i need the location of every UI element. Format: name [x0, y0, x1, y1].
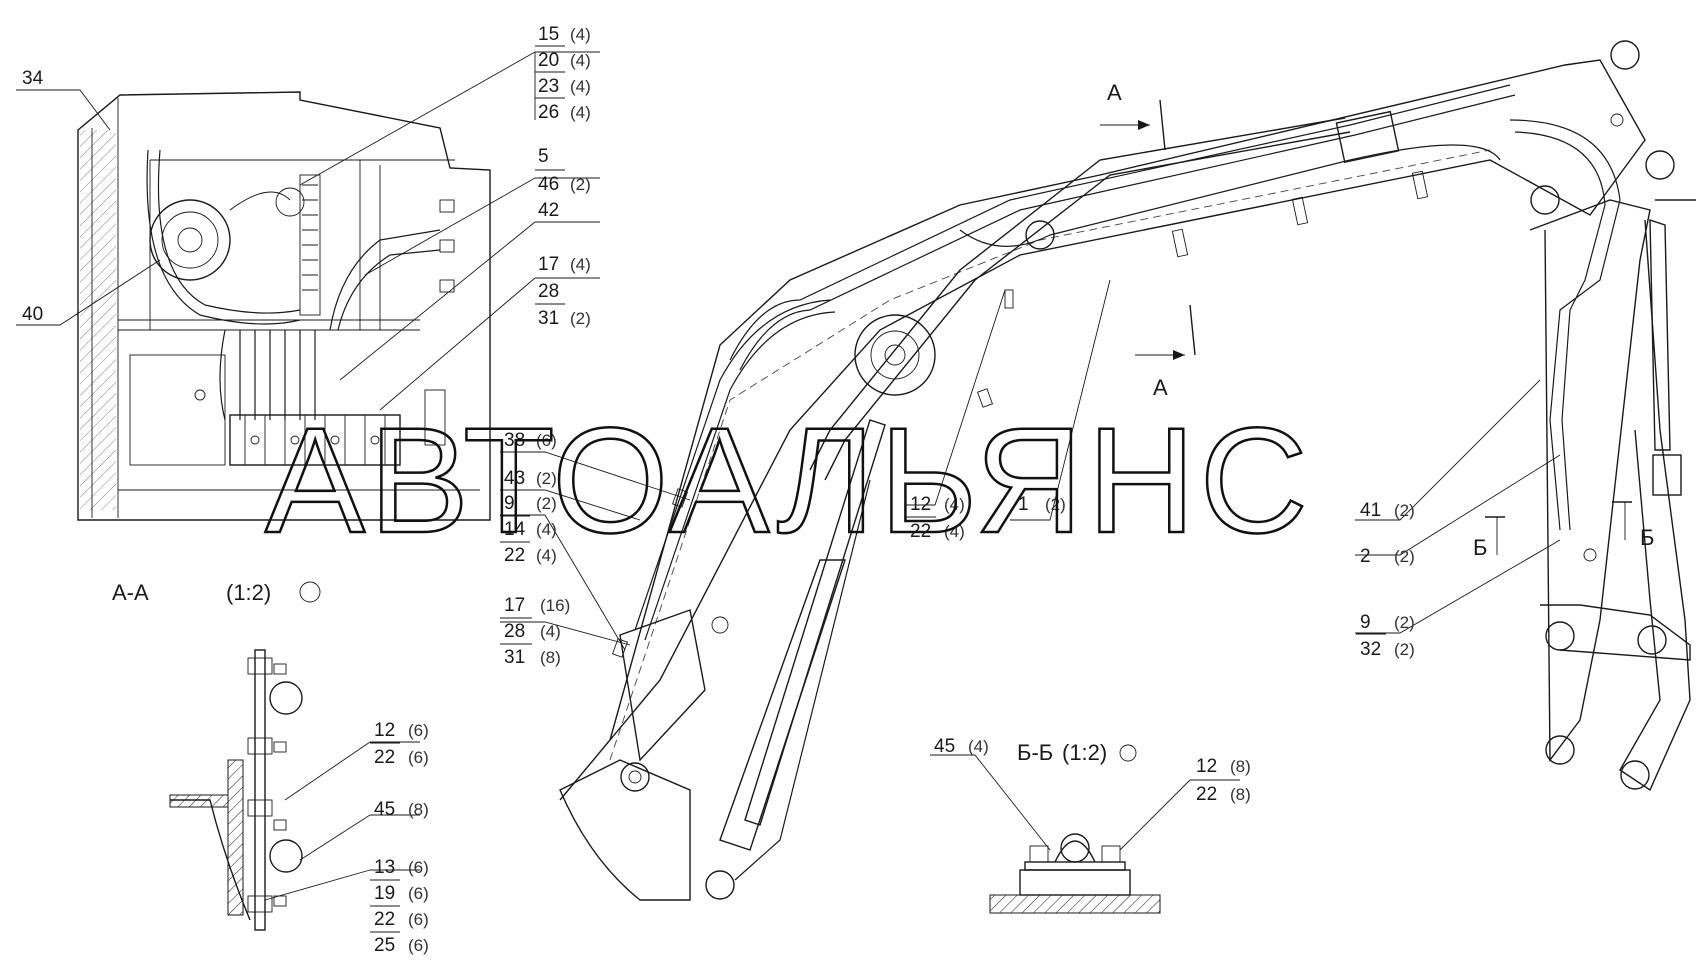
callout-9-right: 9: [1360, 612, 1371, 633]
callout-9-left: 9: [504, 493, 515, 514]
svg-text:(4): (4): [968, 737, 989, 756]
callout-14: 14: [504, 519, 526, 540]
svg-text:(2): (2): [1045, 495, 1066, 514]
callout-32: 32: [1360, 639, 1381, 660]
callout-22-aa-lower: 22: [374, 909, 395, 930]
valve-block-view: [77, 91, 491, 521]
callout-22-boom: 22: [910, 521, 931, 542]
rotation-symbol-icon: [299, 581, 321, 603]
callout-22-aa: 22: [374, 747, 395, 768]
svg-text:(4): (4): [944, 522, 965, 541]
callout-17-lower: 17: [504, 595, 525, 616]
svg-text:(4): (4): [570, 51, 591, 70]
svg-text:(8): (8): [408, 800, 429, 819]
callout-19: 19: [374, 883, 395, 904]
svg-text:(4): (4): [536, 546, 557, 565]
svg-text:(16): (16): [540, 596, 570, 615]
callout-40: 40: [22, 304, 43, 325]
svg-text:(6): (6): [408, 936, 429, 955]
section-mark-a-bottom: А: [1153, 375, 1168, 400]
svg-text:(2): (2): [1394, 501, 1415, 520]
svg-text:(4): (4): [944, 495, 965, 514]
callout-45-aa: 45: [374, 799, 395, 820]
section-cut-lines: [1100, 99, 1632, 555]
svg-text:(6): (6): [408, 910, 429, 929]
section-mark-b-right: Б: [1640, 525, 1654, 550]
callout-28-lower: 28: [504, 621, 525, 642]
callout-43: 43: [504, 468, 525, 489]
svg-text:(2): (2): [570, 175, 591, 194]
callout-13: 13: [374, 857, 395, 878]
callout-28-upper: 28: [538, 281, 559, 302]
callout-31-lower: 31: [504, 647, 525, 668]
callout-42: 42: [538, 200, 559, 221]
svg-text:(6): (6): [408, 858, 429, 877]
svg-text:(4): (4): [570, 25, 591, 44]
callout-23: 23: [538, 76, 559, 97]
callout-41: 41: [1360, 500, 1381, 521]
callout-2: 2: [1360, 546, 1371, 567]
svg-text:(2): (2): [570, 309, 591, 328]
callout-20: 20: [538, 50, 559, 71]
svg-text:(2): (2): [536, 469, 557, 488]
svg-text:(8): (8): [540, 648, 561, 667]
svg-text:(4): (4): [536, 520, 557, 539]
callout-31-upper: 31: [538, 308, 559, 329]
section-aa-detail: [169, 649, 303, 931]
svg-text:(4): (4): [570, 255, 591, 274]
svg-text:(2): (2): [1394, 640, 1415, 659]
callout-12-aa: 12: [374, 720, 395, 741]
callout-46: 46: [538, 174, 559, 195]
callout-1: 1: [1018, 494, 1029, 515]
callout-labels: 34 40 15 (4) 20 (4) 23 (4) 26 (4) 5 46 (…: [22, 24, 1415, 956]
callout-34: 34: [22, 68, 44, 89]
watermark: АВТОАЛЬЯНС: [265, 396, 1312, 564]
callout-45-bb: 45: [934, 736, 955, 757]
svg-text:(6): (6): [408, 748, 429, 767]
svg-text:(4): (4): [570, 103, 591, 122]
section-bb-detail: [989, 833, 1161, 914]
section-aa-scale: (1:2): [226, 580, 271, 605]
svg-text:(4): (4): [570, 77, 591, 96]
svg-text:(2): (2): [1394, 547, 1415, 566]
section-bb-scale: (1:2): [1062, 740, 1107, 765]
callout-22-left: 22: [504, 545, 525, 566]
rotation-symbol-icon: [1119, 744, 1137, 762]
boom-structure: [559, 40, 1696, 901]
callout-15: 15: [538, 24, 559, 45]
svg-text:(2): (2): [1394, 613, 1415, 632]
svg-text:(2): (2): [536, 494, 557, 513]
callout-17-upper: 17: [538, 254, 559, 275]
callout-25: 25: [374, 935, 395, 956]
callout-12-bb: 12: [1196, 756, 1217, 777]
callout-22-bb: 22: [1196, 784, 1217, 805]
section-bb-title: Б-Б: [1017, 740, 1053, 765]
section-mark-b-left: Б: [1473, 535, 1487, 560]
svg-text:(8): (8): [1230, 785, 1251, 804]
svg-text:(4): (4): [540, 622, 561, 641]
section-aa-title: А-А: [112, 580, 149, 605]
callout-5: 5: [538, 146, 549, 167]
svg-text:(6): (6): [536, 431, 557, 450]
callout-38: 38: [504, 430, 525, 451]
svg-text:(6): (6): [408, 721, 429, 740]
svg-text:(6): (6): [408, 884, 429, 903]
callout-12-boom: 12: [910, 494, 931, 515]
svg-text:(8): (8): [1230, 757, 1251, 776]
section-mark-a-top: А: [1107, 80, 1122, 105]
callout-26: 26: [538, 102, 559, 123]
leader-lines: [16, 51, 1561, 901]
